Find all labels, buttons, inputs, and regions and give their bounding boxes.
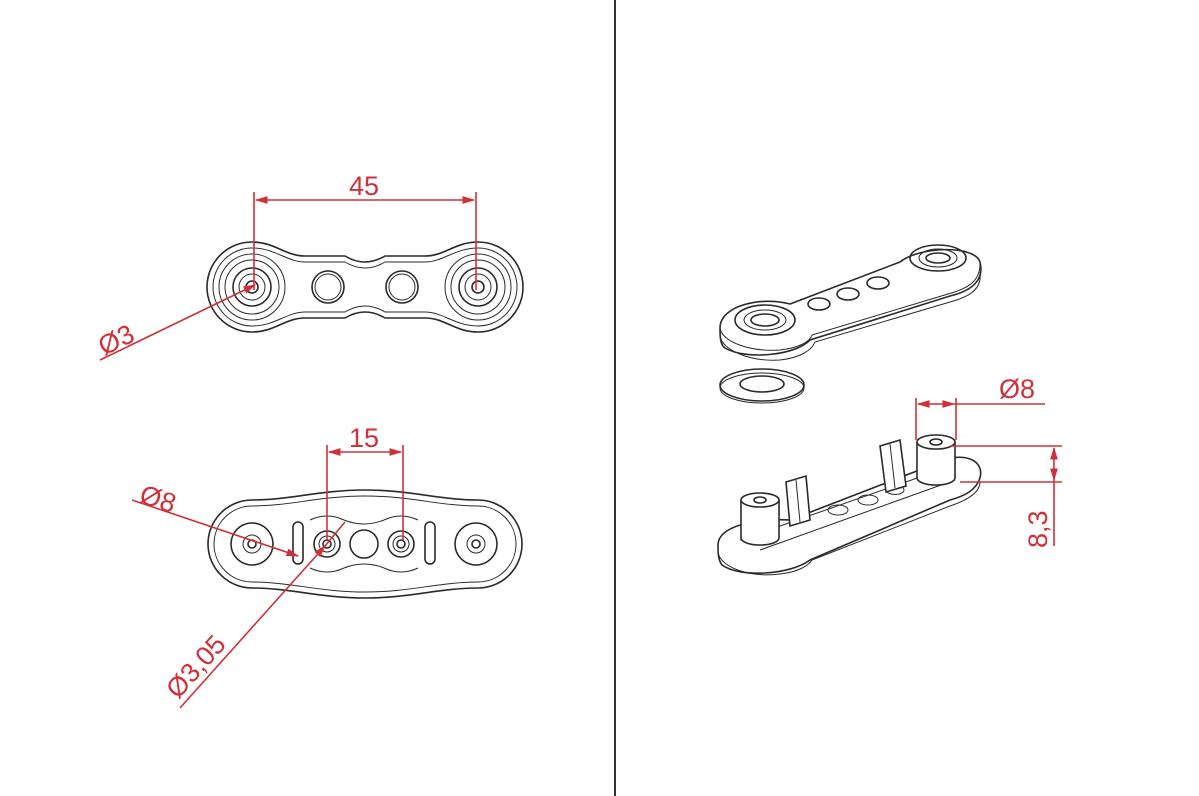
dim-top-45: 45 (349, 171, 379, 201)
dim-iso-boss-diameter: Ø8 (999, 374, 1035, 404)
bottom-view-part (207, 489, 523, 599)
dim-bottom-hole-diameter: Ø3,05 (160, 629, 232, 704)
dim-bottom-boss-diameter: Ø8 (136, 479, 180, 519)
top-view-dimensions: 45 Ø3 (93, 171, 477, 362)
dim-bottom-15: 15 (349, 423, 379, 453)
dim-iso-boss-height: 8,3 (1023, 510, 1053, 548)
iso-view-base (717, 434, 982, 576)
dim-top-hole-diameter: Ø3 (93, 319, 139, 362)
bottom-view-dimensions: 15 Ø8 Ø3,05 (131, 423, 404, 709)
iso-view-washer (719, 368, 805, 404)
iso-view-dimensions: Ø8 8,3 (915, 374, 1062, 548)
iso-view-arm (719, 244, 982, 361)
top-view-part (206, 241, 524, 333)
